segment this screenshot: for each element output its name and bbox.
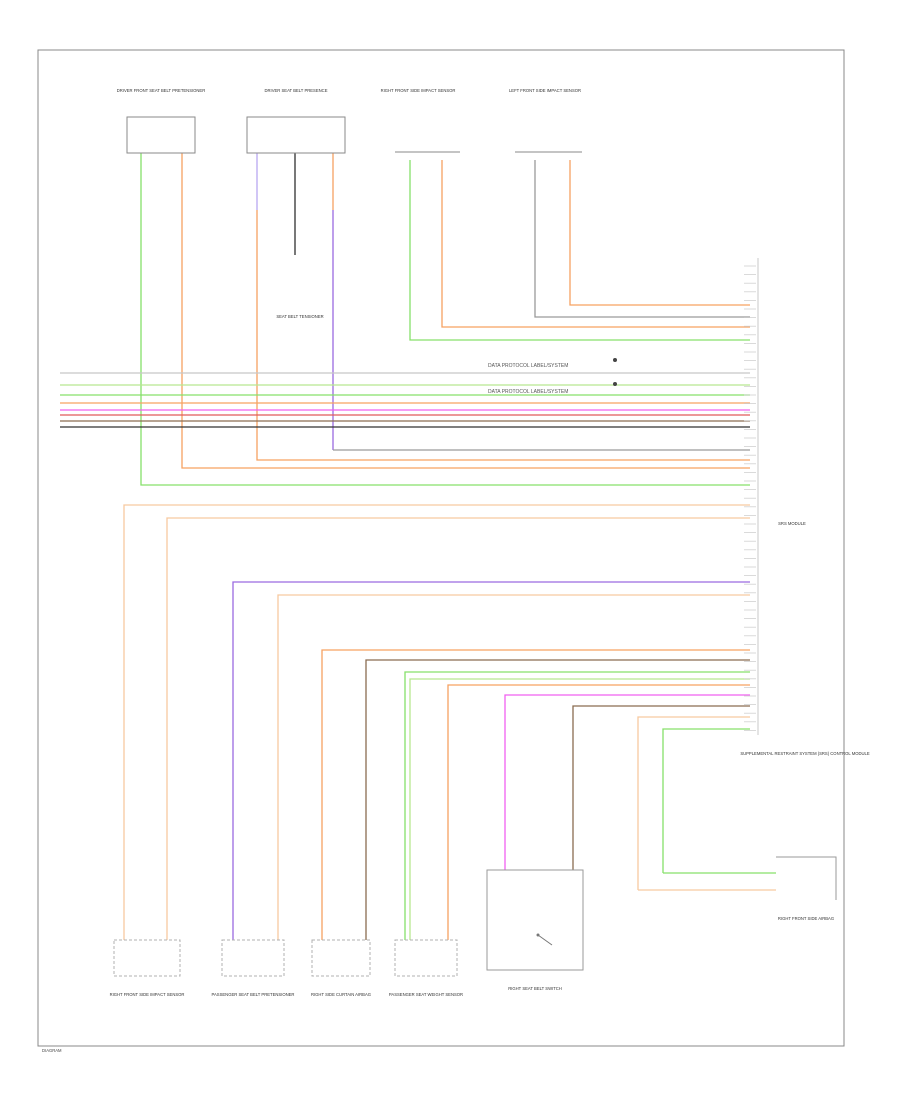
bottom-component-label-6: RIGHT FRONT SIDE AIRBAG: [778, 916, 834, 921]
bottom-component-label-2: PASSENGER SEAT BELT PRETENSIONER: [212, 992, 295, 997]
signal-label-1: DATA PROTOCOL LABEL/SYSTEM: [488, 363, 568, 369]
module-caption: SUPPLEMENTAL RESTRAINT SYSTEM (SRS) CONT…: [740, 751, 870, 756]
wire-28: [409, 678, 750, 940]
wire-10: [441, 160, 750, 328]
signal-marker-1: [613, 358, 617, 362]
connector-bottom-4: [394, 939, 458, 977]
wire-12: [569, 160, 750, 306]
connector-bottom-3: [311, 939, 371, 977]
wire-33: [662, 728, 750, 873]
wire-31: [572, 705, 750, 870]
wire-32: [637, 716, 750, 890]
wire-27: [404, 671, 750, 940]
bottom-component-label-4: PASSENGER SEAT WEIGHT SENSOR: [389, 992, 463, 997]
wire-11: [534, 160, 750, 318]
wire-23: [232, 581, 750, 940]
wire-30: [504, 694, 750, 870]
bottom-component-label-3: RIGHT SIDE CURTAIN AIRBAG: [311, 992, 371, 997]
seat-belt-switch-pivot: [536, 933, 540, 937]
bottom-component-label-5: RIGHT SEAT BELT SWITCH: [508, 986, 562, 991]
wire-4: [256, 210, 750, 461]
seat-belt-switch-box: [486, 869, 584, 971]
wire-21: [123, 504, 750, 940]
bottom-component-label-1: RIGHT FRONT SIDE IMPACT SENSOR: [110, 992, 185, 997]
wire-29: [447, 684, 750, 940]
top-component-label-4: LEFT FRONT SIDE IMPACT SENSOR: [509, 88, 581, 93]
signal-label-2: DATA PROTOCOL LABEL/SYSTEM: [488, 389, 568, 395]
top-component-label-3: RIGHT FRONT SIDE IMPACT SENSOR: [381, 88, 456, 93]
wire-24: [277, 594, 750, 940]
wire-2: [181, 153, 750, 469]
top-component-label-1: DRIVER FRONT SEAT BELT PRETENSIONER: [117, 88, 206, 93]
module-label: SRS MODULE: [778, 521, 806, 526]
connector-right-airbag: [776, 856, 837, 900]
middle-component-label: SEAT BELT TENSIONER: [276, 314, 323, 319]
connector-bottom-1: [113, 939, 181, 977]
connector-bottom-2: [221, 939, 285, 977]
wire-9: [409, 160, 750, 341]
top-component-label-2: DRIVER SEAT BELT PRESENCE: [265, 88, 328, 93]
connector-driver-pretensioner: [126, 116, 196, 154]
wires: [60, 153, 776, 940]
connector-seat-belt-presence: [246, 116, 346, 154]
wire-25: [321, 649, 750, 940]
wire-22: [166, 517, 750, 940]
module-pin-labels: [744, 265, 756, 731]
seat-belt-switch-contact: [537, 934, 553, 946]
wire-26: [365, 659, 750, 940]
wire-1: [140, 153, 750, 486]
diagram-frame: [37, 49, 845, 1047]
footer-code: DIAGRAM: [42, 1048, 62, 1053]
signal-marker-2: [613, 382, 617, 386]
